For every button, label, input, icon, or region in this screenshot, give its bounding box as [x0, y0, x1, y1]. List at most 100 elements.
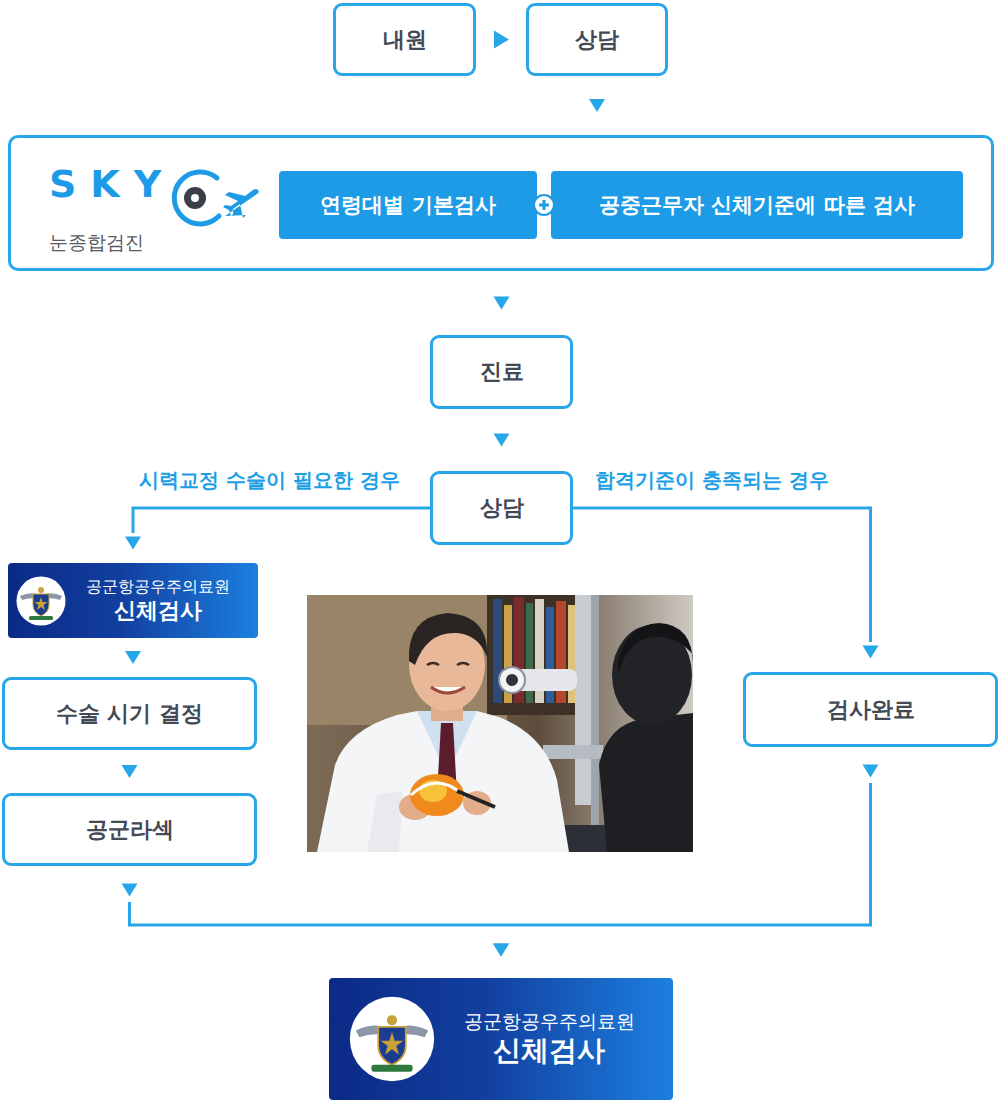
doctor — [317, 613, 569, 852]
text-block: 공군라섹 — [86, 816, 174, 844]
patient — [599, 623, 693, 852]
text-row: 상담 — [575, 26, 619, 54]
text-block: 공군항공우주의료원신체검사 — [464, 1010, 635, 1069]
process-box: 내원 — [333, 3, 476, 76]
process-box: 상담 — [430, 471, 573, 545]
text-block: 공군항공우주의료원신체검사 — [86, 577, 230, 625]
emblem-logo — [16, 576, 66, 626]
text-block: 진료 — [480, 358, 524, 386]
connector-line — [573, 508, 871, 642]
box-label: 상담 — [480, 494, 524, 522]
text-row: 상담 — [480, 494, 524, 522]
arrow-head — [122, 765, 138, 778]
sky-icon — [161, 164, 261, 234]
emblem-logo — [349, 996, 435, 1082]
logo-subtitle: 눈종합검진 — [49, 229, 175, 255]
arrow-head — [493, 944, 509, 957]
process-box: 상담 — [526, 3, 668, 76]
box-label: 상담 — [575, 26, 619, 54]
emblem-star — [381, 1032, 403, 1054]
process-box: 공군라섹 — [2, 793, 257, 866]
connector — [494, 31, 509, 49]
doctor-photo — [307, 595, 693, 852]
text-block: 상담 — [480, 494, 524, 522]
condition-label: 시력교정 수술이 필요한 경우 — [137, 467, 402, 494]
checkup-panel: SKY 눈종합검진 연령대별 기본검사 공중근무자 신체기준에 따른 검사 — [8, 135, 994, 271]
emblem-crest — [38, 587, 44, 593]
plus-cross — [539, 200, 549, 210]
connector — [125, 508, 430, 550]
exam-box: 연령대별 기본검사 — [279, 171, 537, 239]
connector — [122, 765, 138, 778]
institute-name: 공군항공우주의료원 — [86, 577, 230, 597]
box-label: 진료 — [480, 358, 524, 386]
institute-box: 공군항공우주의료원신체검사 — [329, 978, 673, 1100]
photo-background — [307, 595, 693, 852]
connector — [125, 651, 141, 664]
institute-box: 공군항공우주의료원신체검사 — [8, 563, 258, 638]
arrow-head — [122, 884, 138, 897]
institute-title: 신체검사 — [493, 1033, 605, 1068]
process-box: 수술 시기 결정 — [2, 677, 257, 750]
logo-title: SKY — [49, 162, 175, 206]
text-row: 공군라섹 — [86, 816, 174, 844]
emblem-shield — [33, 594, 49, 616]
arrow-head — [863, 765, 879, 778]
emblem-shield — [378, 1027, 406, 1065]
text-block: 내원 — [383, 26, 427, 54]
process-box: 검사완료 — [743, 672, 998, 747]
emblem-ribbon — [371, 1065, 412, 1072]
connector-line — [133, 508, 430, 533]
box-label: 공군라섹 — [86, 816, 174, 844]
emblem-crest — [387, 1015, 397, 1025]
institute-name: 공군항공우주의료원 — [464, 1010, 635, 1034]
text-row: 신체검사 — [464, 1033, 635, 1068]
plus-sign — [532, 193, 556, 217]
emblem-star — [35, 597, 48, 610]
box-label: 내원 — [383, 26, 427, 54]
arrow-head — [493, 944, 509, 957]
institute-title: 신체검사 — [114, 597, 202, 625]
box-label: 연령대별 기본검사 — [320, 192, 495, 218]
text-block: 공중근무자 신체기준에 따른 검사 — [599, 192, 915, 218]
plus-ring — [534, 195, 554, 215]
sky-logo: SKY 눈종합검진 — [49, 162, 175, 274]
connector — [494, 434, 510, 447]
arrow-head — [125, 537, 141, 550]
text-row: 진료 — [480, 358, 524, 386]
exam-box: 공중근무자 신체기준에 따른 검사 — [551, 171, 963, 239]
text-block: 상담 — [575, 26, 619, 54]
text-row: 공중근무자 신체기준에 따른 검사 — [599, 192, 915, 218]
arrow-head — [589, 99, 605, 112]
sky-icon-ring — [174, 172, 219, 224]
arrow-head — [494, 297, 510, 310]
emblem-disc — [350, 997, 434, 1081]
text-block: 검사완료 — [827, 696, 915, 724]
text-row: 내원 — [383, 26, 427, 54]
text-row: 공군항공우주의료원 — [464, 1010, 635, 1034]
connector-line — [501, 783, 871, 925]
connector — [494, 297, 510, 310]
connector-line — [130, 902, 502, 925]
box-label: 수술 시기 결정 — [56, 700, 203, 728]
text-row: 수술 시기 결정 — [56, 700, 203, 728]
connector — [493, 765, 879, 957]
text-row: 신체검사 — [86, 597, 230, 625]
connector — [573, 508, 879, 659]
connector — [122, 884, 510, 957]
process-box: 진료 — [430, 335, 573, 409]
text-row: 공군항공우주의료원 — [86, 577, 230, 597]
emblem-ribbon — [29, 616, 53, 620]
box-label: 공중근무자 신체기준에 따른 검사 — [599, 192, 915, 218]
sky-icon-plane — [223, 189, 259, 218]
connector — [589, 99, 605, 112]
wall — [307, 595, 507, 725]
sky-icon-eye — [184, 187, 206, 209]
arrow-head — [125, 651, 141, 664]
emblem-disc — [17, 576, 66, 625]
text-block: 수술 시기 결정 — [56, 700, 203, 728]
arrow-head — [863, 646, 879, 659]
arrow-head — [494, 434, 510, 447]
